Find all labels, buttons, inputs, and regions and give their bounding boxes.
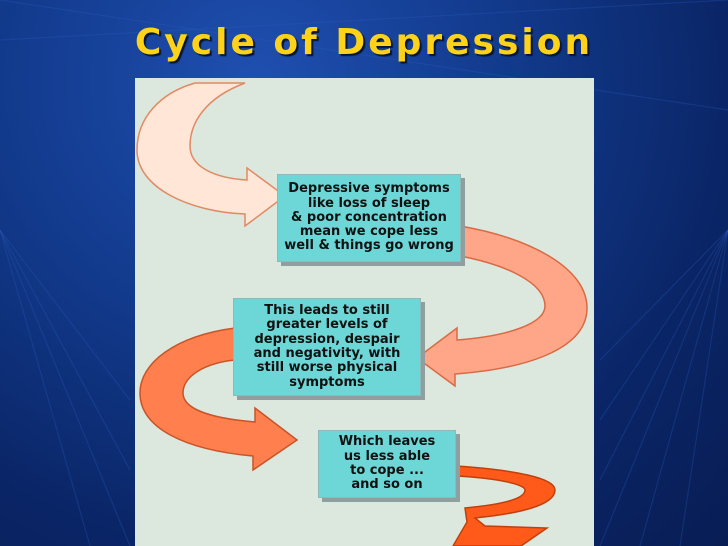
step-text-2: This leads to still greater levels of de… — [253, 303, 401, 390]
slide-title: Cycle of Depression — [134, 22, 594, 63]
diagram-panel: Depressive symptoms like loss of sleep &… — [135, 78, 594, 546]
step-box-2: This leads to still greater levels of de… — [233, 298, 421, 396]
right-curved-arrow — [415, 225, 588, 388]
step-box-3: Which leaves us less able to cope ... an… — [318, 430, 456, 498]
step-text-3: Which leaves us less able to cope ... an… — [338, 434, 436, 493]
top-curved-arrow — [136, 82, 287, 228]
cycle-arrows — [136, 82, 588, 546]
bottom-curved-arrow — [452, 465, 556, 546]
left-curved-arrow — [139, 327, 299, 472]
step-text-1: Depressive symptoms like loss of sleep &… — [284, 181, 454, 254]
step-box-1: Depressive symptoms like loss of sleep &… — [277, 174, 461, 262]
